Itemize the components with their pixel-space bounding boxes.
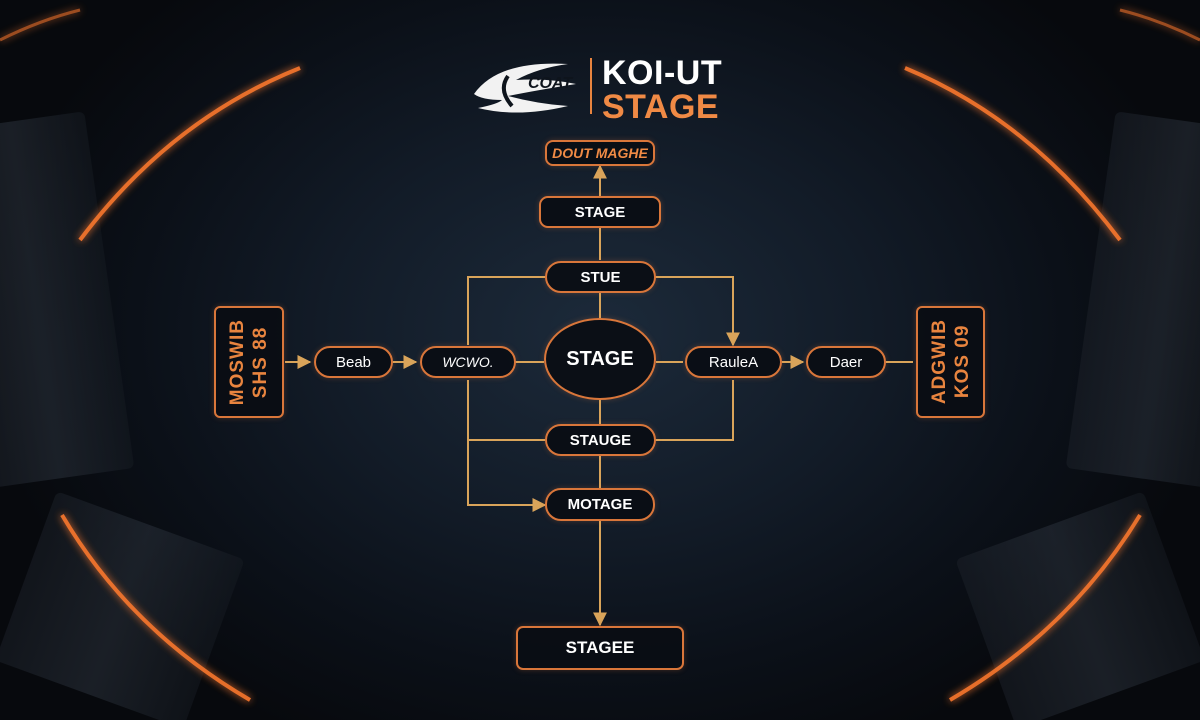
logo-mark-icon: COAT bbox=[474, 63, 576, 113]
node-center-stage: STAGE bbox=[544, 318, 656, 400]
node-daer: Daer bbox=[806, 346, 886, 378]
node-top-label-text: DOUT MAGHE bbox=[552, 145, 648, 161]
left-panel-line1: MOSWIB bbox=[227, 318, 248, 406]
node-left-panel: MOSWIB SHS 88 bbox=[214, 306, 284, 418]
brand-subtitle: STAGE bbox=[602, 88, 720, 126]
left-panel-line2: SHS 88 bbox=[250, 326, 271, 398]
brand-title: KOI-UT bbox=[602, 54, 723, 92]
node-stauge: STAUGE bbox=[545, 424, 656, 456]
node-stagee-text: STAGEE bbox=[565, 638, 635, 657]
connector-left-to-motage bbox=[467, 380, 547, 512]
right-panel-line1: ADGWIB bbox=[928, 319, 950, 405]
node-beab: Beab bbox=[314, 346, 393, 378]
node-stue: STUE bbox=[545, 261, 656, 293]
right-panel-line2: KOS 09 bbox=[951, 325, 973, 399]
node-rauiea: RauleA bbox=[685, 346, 782, 378]
node-rauiea-text: RauleA bbox=[708, 353, 759, 371]
node-beab-text: Beab bbox=[335, 353, 372, 371]
node-wcwo: WCWO. bbox=[420, 346, 516, 378]
logo-divider bbox=[590, 58, 592, 114]
connector-stue-right bbox=[655, 276, 740, 347]
connector-right-to-stauge bbox=[655, 380, 734, 441]
node-motage: MOTAGE bbox=[545, 488, 655, 521]
node-stauge-text: STAUGE bbox=[569, 431, 632, 449]
node-daer-text: Daer bbox=[829, 353, 863, 371]
node-stage-top-text: STAGE bbox=[574, 203, 626, 221]
node-wcwo-text: WCWO. bbox=[442, 354, 494, 370]
header: COAT KOI-UT STAGE bbox=[468, 50, 738, 126]
node-top-label: DOUT MAGHE bbox=[545, 140, 655, 166]
node-stage-top: STAGE bbox=[539, 196, 661, 228]
node-stagee: STAGEE bbox=[516, 626, 684, 670]
connector-stue-left bbox=[467, 276, 545, 345]
logo-wordmark: COAT bbox=[528, 75, 573, 92]
node-right-panel: ADGWIB KOS 09 bbox=[916, 306, 985, 418]
node-center-stage-text: STAGE bbox=[566, 347, 634, 370]
node-motage-text: MOTAGE bbox=[567, 496, 633, 513]
node-stue-text: STUE bbox=[580, 268, 621, 286]
